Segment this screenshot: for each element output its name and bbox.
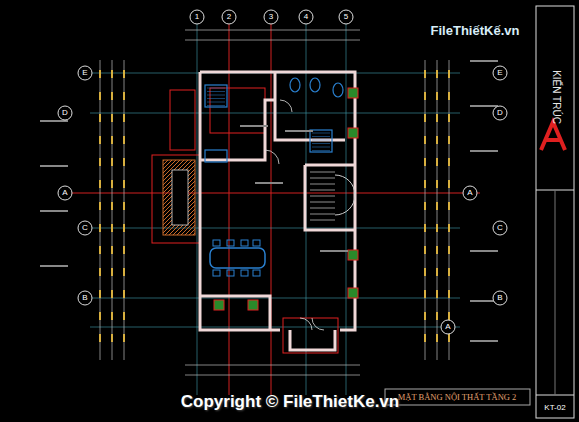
grid-axis-label: 3 [269,13,273,21]
watermark: FileThiếtKế.vn [431,24,520,37]
grid-axis-label: D [497,109,503,117]
watermark: Copyright © FileThietKe.vn [181,393,399,410]
grid-axis-label: A [445,323,450,331]
grid-axis-label: C [497,224,503,232]
grid-axis-label: A [62,189,67,197]
drawing-title: MẶT BẰNG NỘI THẤT TẦNG 2 [398,393,517,402]
grid-axis-label: D [62,109,68,117]
grid-axis-label: E [82,69,87,77]
grid-axis-label: B [82,294,87,302]
grid-axis-label: 2 [227,13,231,21]
grid-axis-label: 5 [344,13,348,21]
sheet-number: KT-02 [544,404,565,412]
discipline-label: KIẾN TRÚC [551,70,561,124]
grid-axis-label: E [497,69,502,77]
grid-axis-label: B [497,294,502,302]
grid-axis-label: 4 [304,13,308,21]
grid-axis-label: A [467,189,472,197]
grid-axis-label: 1 [195,13,199,21]
grid-axis-label: C [82,224,88,232]
